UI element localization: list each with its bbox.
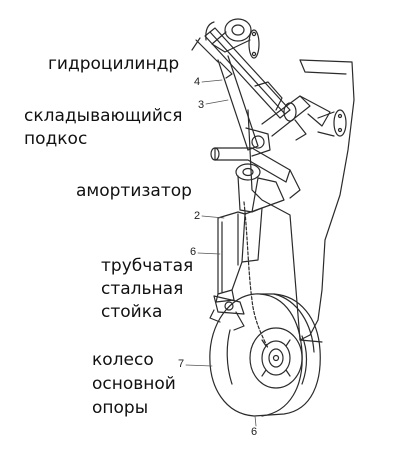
tubular-strut [215, 207, 263, 303]
torque-link [209, 295, 245, 331]
hydraulic-lines [205, 21, 269, 349]
callout-6-lower: 6 [251, 426, 258, 438]
label-tube-strut-line1: трубчатая [101, 256, 194, 276]
callout-6-upper: 6 [190, 246, 197, 258]
label-wheel-line2: основной [92, 374, 176, 394]
callout-7: 7 [178, 358, 185, 370]
label-folding-strut-line2: подкос [24, 129, 88, 149]
airframe-panel-edge [299, 59, 347, 75]
label-hydraulic-cylinder: гидроцилиндр [48, 54, 180, 74]
label-wheel-line3: опоры [92, 398, 149, 418]
callout-2: 2 [194, 210, 201, 222]
label-wheel-line1: колесо [92, 350, 154, 370]
folding-strut [217, 55, 331, 157]
label-tube-strut-line3: стойка [101, 302, 163, 322]
callout-4: 4 [194, 76, 201, 88]
trunnion-beam [210, 147, 301, 199]
label-folding-strut-line1: складывающийся [24, 106, 183, 126]
callout-3: 3 [198, 99, 205, 111]
callout-leaders [185, 79, 257, 427]
side-brace-mount [317, 109, 347, 137]
upper-mount-bracket [211, 18, 260, 59]
airframe-panel-inner [247, 109, 301, 341]
label-tube-strut-line2: стальная [101, 279, 184, 299]
main-wheel [209, 293, 321, 417]
airframe-panel [299, 59, 355, 341]
shock-absorber-body [235, 163, 285, 213]
label-shock-absorber: амортизатор [76, 181, 192, 201]
hydraulic-cylinder [191, 27, 297, 122]
